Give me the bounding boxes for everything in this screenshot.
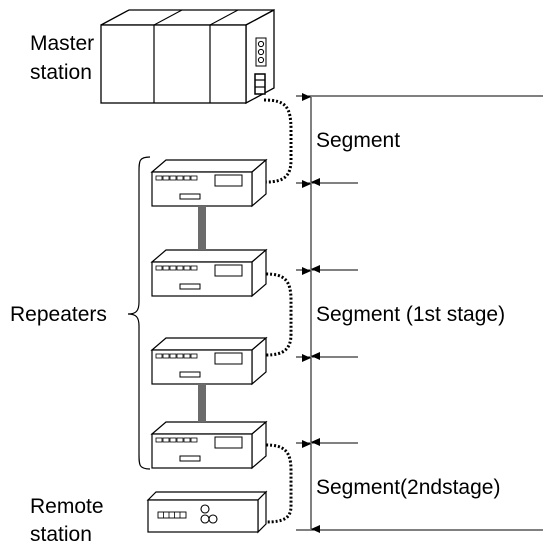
segment-label-1st-stage: Segment (1st stage) <box>316 303 505 326</box>
segment-label-2nd-stage: Segment(2ndstage) <box>316 476 500 499</box>
solid-link-repeater-3-4 <box>198 384 206 422</box>
dotted-cable-master-repeater-1 <box>263 98 293 184</box>
segment-label-master: Segment <box>316 129 400 152</box>
solid-link-repeater-1-2 <box>198 206 206 250</box>
repeater-3 <box>150 336 268 386</box>
repeater-1 <box>150 158 268 208</box>
remote-station-label-line1: Remote <box>30 495 104 518</box>
remote-station-device <box>146 490 268 534</box>
dotted-cable-repeater-2-3 <box>265 272 293 357</box>
repeaters-brace <box>127 156 151 470</box>
master-station-rack <box>100 8 275 105</box>
master-station-label-line1: Master <box>30 32 94 55</box>
master-station-label-line2: station <box>30 61 92 84</box>
repeaters-label: Repeaters <box>10 303 107 326</box>
repeater-4 <box>150 420 268 470</box>
repeater-2 <box>150 248 268 298</box>
dotted-cable-repeater-4-remote <box>265 443 293 524</box>
remote-station-label-line2: station <box>30 523 92 546</box>
